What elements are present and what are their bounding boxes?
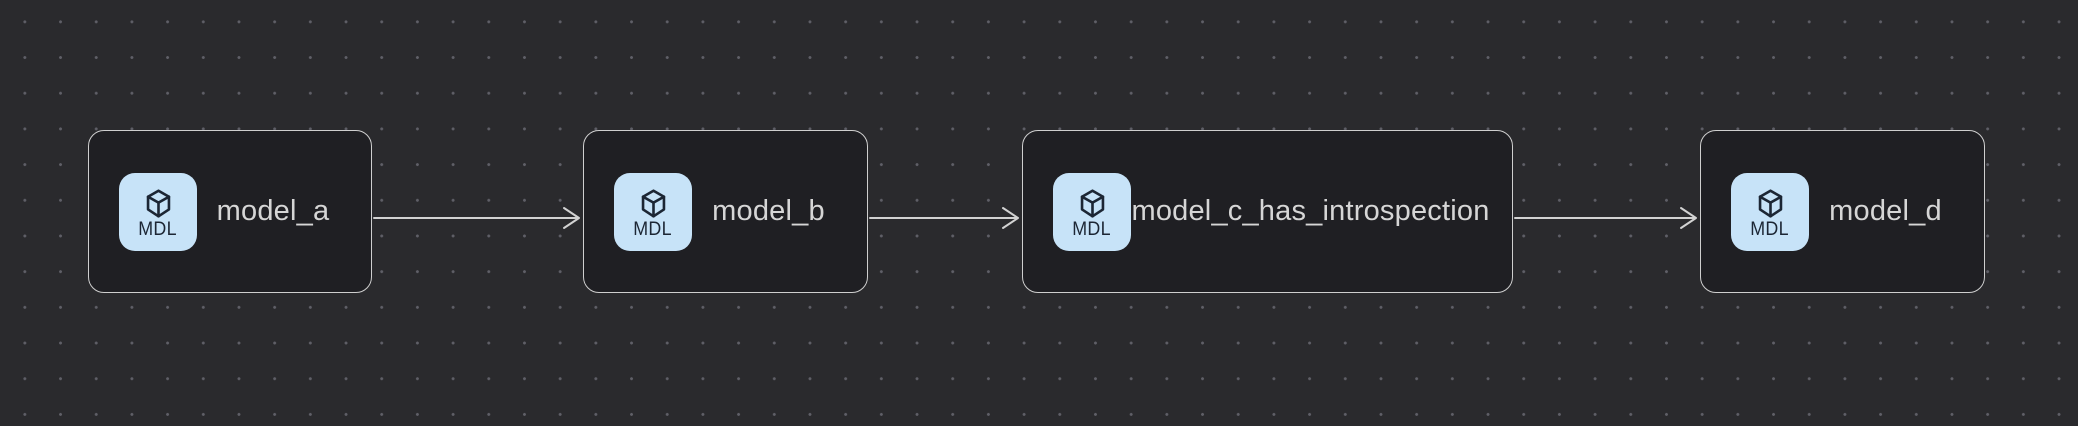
edge-arrowhead-icon [563,207,580,229]
node-label: model_b [712,195,825,227]
graph-node-model-b[interactable]: MDL model_b [583,130,868,293]
model-badge: MDL [1053,172,1131,251]
node-label: model_d [1829,195,1942,227]
graph-node-model-c-has-introspection[interactable]: MDL model_c_has_introspection [1022,130,1513,293]
model-badge-label: MDL [633,218,673,240]
node-label: model_c_has_introspection [1131,195,1490,227]
cube-icon [641,188,665,218]
cube-icon [146,188,170,218]
graph-node-model-a[interactable]: MDL model_a [88,130,372,293]
model-badge-label: MDL [1072,218,1112,240]
node-label: model_a [216,195,330,227]
model-badge-label: MDL [1750,218,1790,240]
cube-icon [1080,188,1104,218]
model-badge: MDL [119,172,197,251]
edge-arrowhead-icon [1002,207,1019,229]
graph-node-model-d[interactable]: MDL model_d [1700,130,1985,293]
edge-arrowhead-icon [1680,207,1697,229]
model-badge-label: MDL [138,218,178,240]
model-badge: MDL [1731,172,1809,251]
model-badge: MDL [614,172,692,251]
cube-icon [1758,188,1782,218]
